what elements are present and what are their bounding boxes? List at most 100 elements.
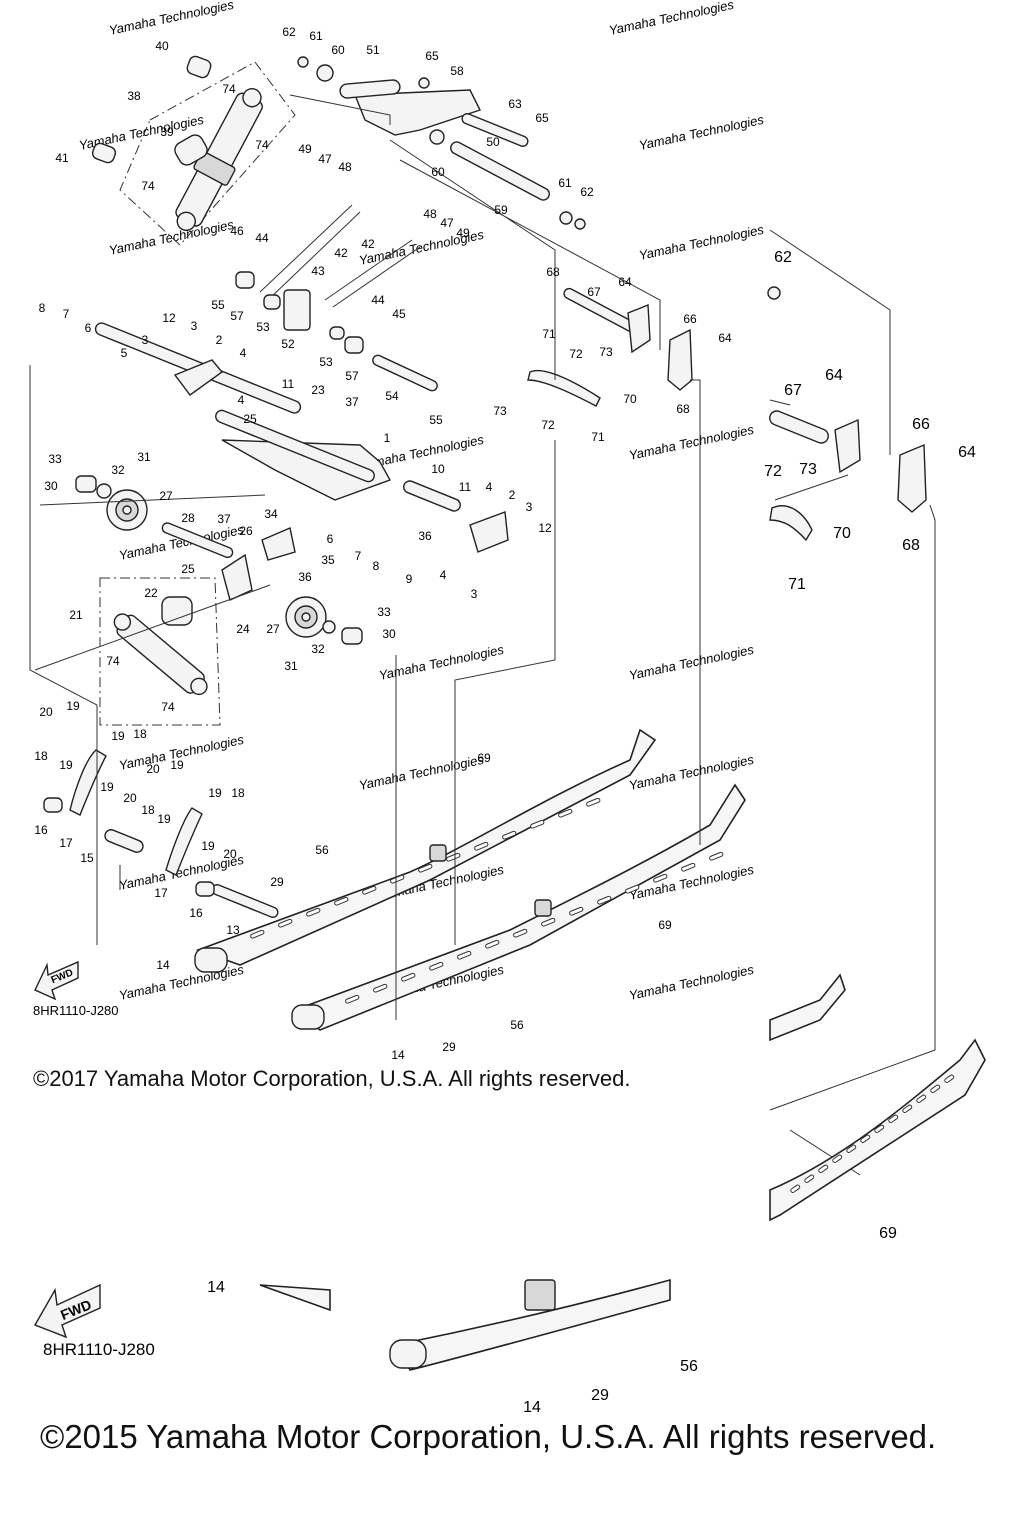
callout-top-51: 51 [366, 43, 380, 57]
rear-arm-17-right [165, 807, 203, 876]
callout-top-56b: 56 [510, 1018, 524, 1032]
link-bracket [235, 271, 364, 354]
slide-rail-right [291, 783, 746, 1031]
shaft-67-large [769, 410, 829, 444]
slide-rail-bottom [259, 1278, 671, 1371]
callout-top-48b: 48 [423, 207, 437, 221]
callout-top-43: 43 [311, 264, 325, 278]
rail-slot [513, 928, 528, 938]
callout-top-19e: 19 [170, 758, 184, 772]
front-arm-1 [221, 439, 392, 501]
callout-top-74b: 74 [255, 138, 269, 152]
rail-slot [502, 830, 517, 840]
rail-slots-left [250, 797, 601, 939]
callout-top-57b: 57 [345, 369, 359, 383]
callout-top-72b: 72 [541, 418, 555, 432]
callout-top-20d: 20 [223, 847, 237, 861]
callout-top-4a: 4 [240, 346, 247, 360]
front-shock-absorber [113, 613, 208, 696]
watermark-text: Yamaha Technologies [628, 962, 756, 1003]
watermark-text: Yamaha Technologies [358, 752, 486, 793]
shaft-15 [104, 829, 144, 853]
callout-top-64b: 64 [718, 331, 732, 345]
callout-top-55a: 55 [211, 298, 225, 312]
idler-wheel-right [285, 596, 327, 638]
upper-pivot-arm [297, 56, 481, 145]
callout-top-54: 54 [385, 389, 399, 403]
shaft-13 [211, 884, 279, 918]
rail-slot [250, 929, 265, 939]
shaft-54 [372, 354, 438, 392]
callout-top-22: 22 [144, 586, 158, 600]
callout-top-23: 23 [311, 383, 325, 397]
callout-top-17b: 17 [154, 886, 168, 900]
bushing-16-left [43, 797, 63, 813]
link-plate-34 [261, 527, 296, 561]
washer-62 [574, 218, 586, 230]
idler-wheel-left [106, 489, 148, 531]
rear-shock-absorber [175, 88, 263, 232]
callout-top-34: 34 [264, 507, 278, 521]
link-plate-26 [221, 553, 253, 601]
bracket-66 [667, 328, 693, 391]
callout-top-31b: 31 [284, 659, 298, 673]
callout-top-56a: 56 [315, 843, 329, 857]
callout-top-65b: 65 [535, 111, 549, 125]
link-rod-right [324, 239, 413, 301]
callout-top-3b: 3 [191, 319, 198, 333]
rail-slot [653, 873, 668, 883]
watermark-text: Yamaha Technologies [638, 112, 766, 153]
callout-top-44b: 44 [371, 293, 385, 307]
rail-slot [446, 852, 461, 862]
rail-slot [930, 1084, 941, 1093]
callout-top-10: 10 [431, 462, 445, 476]
callout-top-66a: 66 [683, 312, 697, 326]
callout-top-33a: 33 [48, 452, 62, 466]
callout-top-49b: 49 [456, 226, 470, 240]
shock-spacer [174, 134, 208, 166]
callout-top-74e: 74 [161, 700, 175, 714]
callout-top-19a: 19 [66, 699, 80, 713]
rail-slot [888, 1114, 899, 1123]
washer-62-large [767, 286, 781, 300]
callout-top-27b: 27 [266, 622, 280, 636]
callout-top-5: 5 [121, 346, 128, 360]
callout-bottom-14b: 14 [523, 1399, 541, 1416]
callout-top-60b: 60 [431, 165, 445, 179]
callout-top-6b: 6 [327, 532, 334, 546]
callout-top-18c: 18 [231, 786, 245, 800]
stopper-strap-70 [527, 369, 601, 407]
callout-bottom-64a: 64 [825, 367, 843, 384]
watermark-text: Yamaha Technologies [628, 642, 756, 683]
callout-top-30b: 30 [382, 627, 396, 641]
callout-bottom-66: 66 [912, 416, 930, 433]
bracket-64-large [834, 418, 861, 474]
callout-top-4c: 4 [486, 480, 493, 494]
callout-top-57a: 57 [230, 309, 244, 323]
callout-top-36a: 36 [418, 529, 432, 543]
rail-slot [306, 907, 321, 917]
callout-top-32b: 32 [311, 642, 325, 656]
bearing-32-left [96, 483, 112, 499]
bracket-64 [627, 303, 651, 354]
rail-slot [474, 841, 489, 851]
callout-top-42b: 42 [361, 237, 375, 251]
diagram-code-top: 8HR1110-J280 [33, 1003, 119, 1018]
callout-top-44a: 44 [255, 231, 269, 245]
shock-cap [186, 55, 212, 79]
callout-top-25a: 25 [243, 412, 257, 426]
callout-top-46: 46 [230, 224, 244, 238]
watermark-text: Yamaha Technologies [378, 642, 506, 683]
rail-slot [625, 884, 640, 894]
collar-61 [559, 211, 573, 225]
callout-top-60a: 60 [331, 43, 345, 57]
callout-bottom-67: 67 [784, 382, 802, 399]
callout-top-8b: 8 [373, 559, 380, 573]
callout-top-61b: 61 [558, 176, 572, 190]
callout-top-21: 21 [69, 608, 83, 622]
callout-top-19b: 19 [111, 729, 125, 743]
callout-top-74a: 74 [222, 82, 236, 96]
rail-slot [541, 917, 556, 927]
callout-top-72a: 72 [569, 347, 583, 361]
